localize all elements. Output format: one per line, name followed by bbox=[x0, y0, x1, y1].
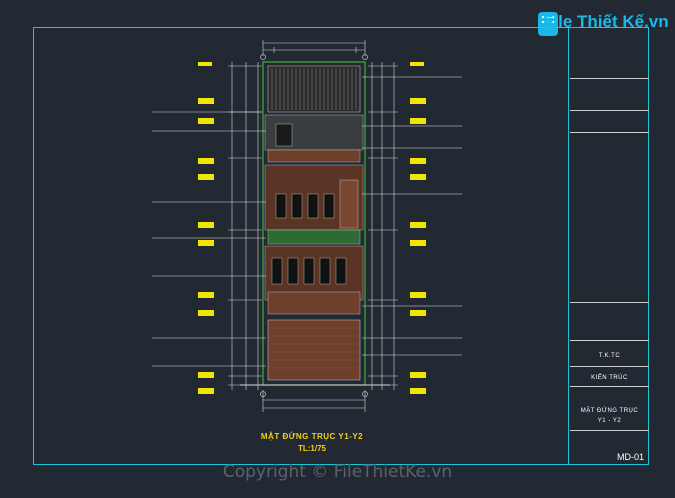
drawing-frame bbox=[33, 27, 649, 465]
title-block-cell bbox=[570, 79, 649, 111]
watermark-text: File Thiết Kế.vn bbox=[543, 12, 669, 31]
author-label: T.K.TC bbox=[598, 353, 621, 359]
sheet-name-line2: Y1 - Y2 bbox=[597, 418, 622, 424]
watermark-logo bbox=[538, 10, 646, 40]
annotation-leaders-left bbox=[152, 111, 266, 367]
title-block bbox=[568, 27, 649, 465]
title-block-logo-cell bbox=[570, 27, 649, 79]
left-dimensions bbox=[228, 62, 262, 390]
bottom-dimensions bbox=[262, 390, 366, 412]
title-block-cell bbox=[570, 341, 649, 367]
annotation-leaders-right bbox=[362, 76, 462, 356]
axis-markers-bottom bbox=[260, 391, 368, 397]
drawing-title: MẶT ĐỨNG TRỤC Y1-Y2 bbox=[260, 432, 364, 441]
title-block-cell bbox=[570, 111, 649, 133]
title-block-cell bbox=[570, 303, 649, 341]
level-markers-right bbox=[410, 62, 426, 394]
title-block-info-cell bbox=[570, 133, 649, 303]
field-label: KIẾN TRÚC bbox=[591, 375, 628, 381]
title-block-cell bbox=[570, 367, 649, 387]
sheet-number: MD-01 bbox=[616, 452, 644, 462]
building-facade bbox=[240, 61, 390, 386]
sheet-name-line1: MẶT ĐỨNG TRỤC bbox=[580, 408, 639, 414]
logo-icon bbox=[538, 12, 558, 36]
title-block-cell bbox=[570, 387, 649, 431]
copyright-text: Copyright © FileThietKe.vn bbox=[222, 462, 453, 482]
right-dimensions bbox=[368, 62, 398, 390]
axis-markers-top bbox=[260, 54, 368, 60]
top-dimensions bbox=[262, 40, 366, 56]
drawing-scale: TL:1/75 bbox=[297, 444, 326, 453]
level-markers-left bbox=[198, 62, 214, 394]
